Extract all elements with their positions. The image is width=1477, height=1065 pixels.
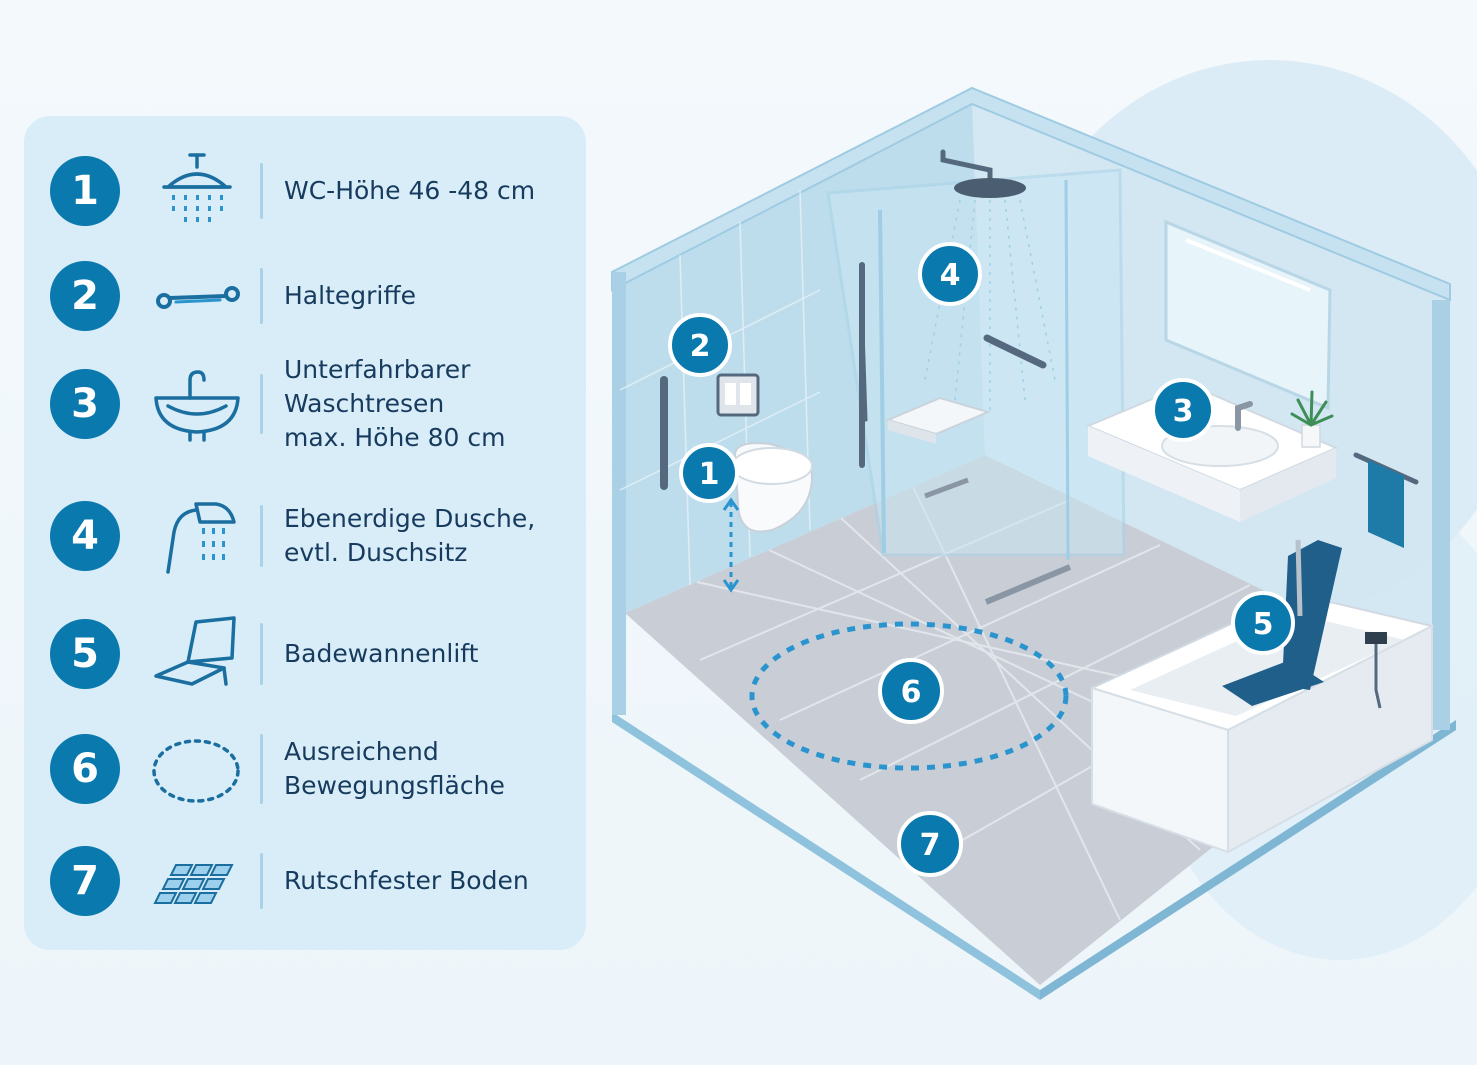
left-wall-edge [612,272,626,715]
grab-bar [983,334,1047,369]
separator [260,374,263,434]
shower-glass-edge [1064,179,1070,561]
marker-5: 5 [1231,591,1295,655]
legend-label-4: Ebenerdige Dusche, evtl. Duschsitz [284,504,536,567]
plant [1290,390,1334,448]
shower-head-icon [162,153,232,222]
flush-plate [716,373,760,417]
number-badge: 1 [50,156,120,226]
legend-label-6: Ausreichend Bewegungsfläche [284,737,505,800]
legend-row-1: 1 WC-Höhe 46 -48 cm [24,146,586,236]
height-indicator [722,497,740,593]
marker-4: 4 [918,242,982,306]
separator [260,163,263,219]
floor-slab-side [1040,720,1456,1000]
number-badge: 4 [50,501,120,571]
toilet [731,442,814,533]
legend-row-2: 2 Haltegriffe [24,251,586,341]
svg-text:3: 3 [1173,394,1194,429]
bathroom-illustration: 1 2 3 4 5 6 7 [611,86,1456,1000]
legend-label-7: Rutschfester Boden [284,866,529,895]
bathtub [1089,592,1435,854]
svg-text:5: 5 [1253,607,1274,642]
legend-row-5: 5 Badewannenlift [24,609,586,699]
svg-text:1: 1 [699,457,720,492]
hand-shower-rail [859,262,868,468]
legend-label-3: Unterfahrbarer Waschtresen max. Höhe 80 … [284,355,506,452]
dashed-circle-icon [152,739,240,803]
hand-shower-icon [166,502,236,574]
marker-7: 7 [897,811,963,877]
number-badge: 6 [50,734,120,804]
motion-area-outline [749,621,1069,771]
floor [625,455,1432,985]
separator [260,734,263,804]
towel-rail [1353,452,1419,548]
shower-drain [984,564,1072,605]
number-badge: 5 [50,619,120,689]
legend-row-4: 4 Ebenerdige Dusche, evtl. Duschsitz [24,491,586,581]
svg-text:2: 2 [690,329,711,364]
non-slip-tiles-icon [153,864,234,904]
shower-seat [885,396,991,444]
bath-lift-seat-icon [154,616,236,686]
right-wall-edge [1432,300,1450,730]
svg-text:4: 4 [940,258,961,293]
marker-2: 2 [668,313,732,377]
separator [260,505,263,567]
legend-row-7: 7 Rutschfester Boden [24,836,586,926]
number-badge: 7 [50,846,120,916]
separator [260,853,263,909]
svg-text:7: 7 [920,828,941,863]
grab-bar-icon [156,286,240,309]
separator [260,623,263,685]
legend-panel: 1 WC-Höhe 46 -48 cm 2 [24,116,586,950]
shower-glass-edge [878,209,886,554]
legend-label-2: Haltegriffe [284,281,416,310]
shower-drain [924,477,969,499]
floor-slab-side [612,712,1040,1000]
legend-label-5: Badewannenlift [284,639,479,668]
bath-lift [1222,539,1387,709]
separator [260,268,263,324]
legend-row-3: 3 Unterfahrbarer Waschtresen max. Höhe 8… [24,354,586,454]
marker-3: 3 [1151,378,1215,442]
mirror [1164,219,1332,411]
number-badge: 2 [50,261,120,331]
washbasin-icon [154,370,240,442]
legend-row-6: 6 Ausreichend Bewegungsfläche [24,724,586,814]
svg-text:6: 6 [901,675,922,710]
number-badge: 3 [50,369,120,439]
marker-1: 1 [679,443,739,503]
legend-label-1: WC-Höhe 46 -48 cm [284,176,536,205]
marker-6: 6 [878,658,944,724]
